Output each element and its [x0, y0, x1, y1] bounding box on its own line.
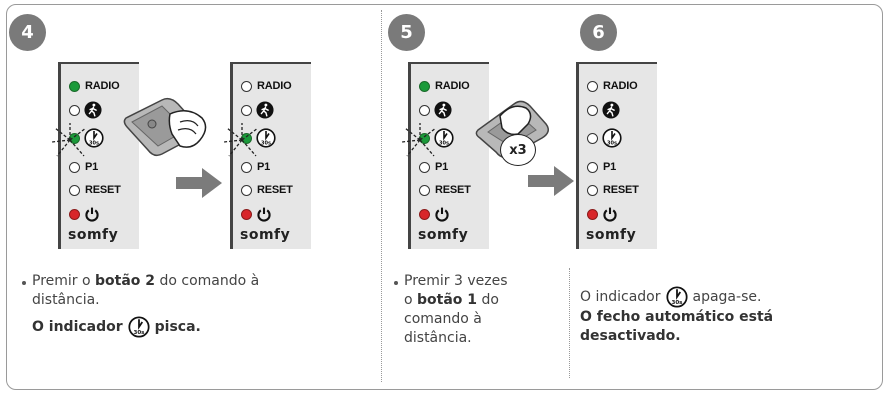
text5-line1: Premir 3 vezes: [404, 273, 508, 289]
power-icon: [84, 206, 100, 222]
reset-led: [69, 184, 80, 196]
pedestrian-icon: [602, 101, 620, 119]
brand-logo: somfy: [586, 227, 637, 243]
blink-rays-icon: [223, 123, 259, 157]
p1-led: [587, 161, 598, 173]
text4-line2: distância.: [32, 292, 100, 308]
pedestrian-led: [69, 104, 80, 116]
reset-led: [587, 184, 598, 196]
power-led: [69, 208, 80, 220]
step-badge-5: 5: [388, 14, 425, 51]
radio-label: RADIO: [85, 80, 120, 92]
remote-control-icon: [123, 97, 207, 157]
power-led: [241, 208, 252, 220]
brand-logo: somfy: [240, 227, 291, 243]
text5-bold-button: botão 1: [417, 292, 478, 308]
pedestrian-led: [241, 104, 252, 116]
brand-logo: somfy: [418, 227, 469, 243]
pedestrian-icon: [434, 101, 452, 119]
arrow-right-icon: [176, 168, 222, 198]
brand-logo: somfy: [68, 227, 119, 243]
control-panel-5: RADIO P1 RESET somfy: [408, 62, 489, 249]
timer-icon: [128, 316, 150, 338]
radio-led: [69, 80, 80, 92]
text5-line2a: o: [404, 292, 418, 308]
pedestrian-led: [587, 104, 598, 116]
text5-line4: distância.: [404, 330, 472, 346]
text4-bold-blink: pisca.: [154, 318, 201, 335]
pedestrian-icon: [84, 101, 102, 119]
pedestrian-icon: [256, 101, 274, 119]
step-badge-6: 6: [580, 14, 617, 51]
reset-label: RESET: [603, 184, 639, 196]
instruction-text-4: Premir o botão 2 do comando à distância.…: [32, 272, 372, 338]
p1-led: [69, 161, 80, 173]
bullet-point: [22, 281, 26, 285]
power-icon: [602, 206, 618, 222]
text6-bold1: O fecho automático está: [580, 309, 774, 325]
pedestrian-led: [419, 104, 430, 116]
text4-line1: Premir o: [32, 273, 96, 289]
instruction-text-6: O indicador apaga-se. O fecho automático…: [580, 286, 880, 346]
control-panel-6: RADIO P1 RESET somfy: [576, 62, 657, 249]
p1-label: P1: [85, 161, 99, 173]
text4-bold-indicator: O indicador: [32, 318, 123, 335]
text6-line1b: apaga-se.: [692, 288, 762, 305]
blink-rays-icon: [51, 123, 87, 157]
reset-label: RESET: [435, 184, 471, 196]
arrow-right-icon: [528, 166, 574, 196]
p1-led: [419, 161, 430, 173]
timer-icon: [666, 286, 688, 308]
power-led: [419, 208, 430, 220]
bullet-point: [394, 281, 398, 285]
radio-led: [419, 80, 430, 92]
p1-label: P1: [257, 161, 271, 173]
instruction-text-5: Premir 3 vezes o botão 1 do comando à di…: [404, 272, 564, 348]
instruction-frame: [6, 4, 883, 390]
text6-bold2: desactivado.: [580, 328, 681, 344]
reset-led: [241, 184, 252, 196]
text6-line1a: O indicador: [580, 288, 661, 305]
text5-line2b: do: [477, 292, 499, 308]
radio-led: [241, 80, 252, 92]
power-icon: [256, 206, 272, 222]
control-panel-4b: RADIO P1 RESET somfy: [230, 62, 311, 249]
p1-label: P1: [435, 161, 449, 173]
radio-label: RADIO: [603, 80, 638, 92]
step-badge-4: 4: [9, 14, 46, 51]
radio-label: RADIO: [435, 80, 470, 92]
separator-dotted-text: [569, 268, 570, 378]
timer-led-off: [587, 132, 598, 144]
p1-led: [241, 161, 252, 173]
text5-line3: comando à: [404, 311, 482, 327]
power-led: [587, 208, 598, 220]
radio-label: RADIO: [257, 80, 292, 92]
power-icon: [434, 206, 450, 222]
text4-bold-button: botão 2: [95, 273, 156, 289]
text4-line1b: do comando à: [155, 273, 260, 289]
blink-rays-icon: [401, 123, 437, 157]
timer-icon: [602, 128, 622, 148]
press-count-badge: x3: [500, 134, 536, 166]
reset-label: RESET: [85, 184, 121, 196]
reset-label: RESET: [257, 184, 293, 196]
radio-led: [587, 80, 598, 92]
p1-label: P1: [603, 161, 617, 173]
reset-led: [419, 184, 430, 196]
control-panel-4a: RADIO P1 RESET somfy: [58, 62, 139, 249]
separator-dotted: [381, 10, 382, 382]
